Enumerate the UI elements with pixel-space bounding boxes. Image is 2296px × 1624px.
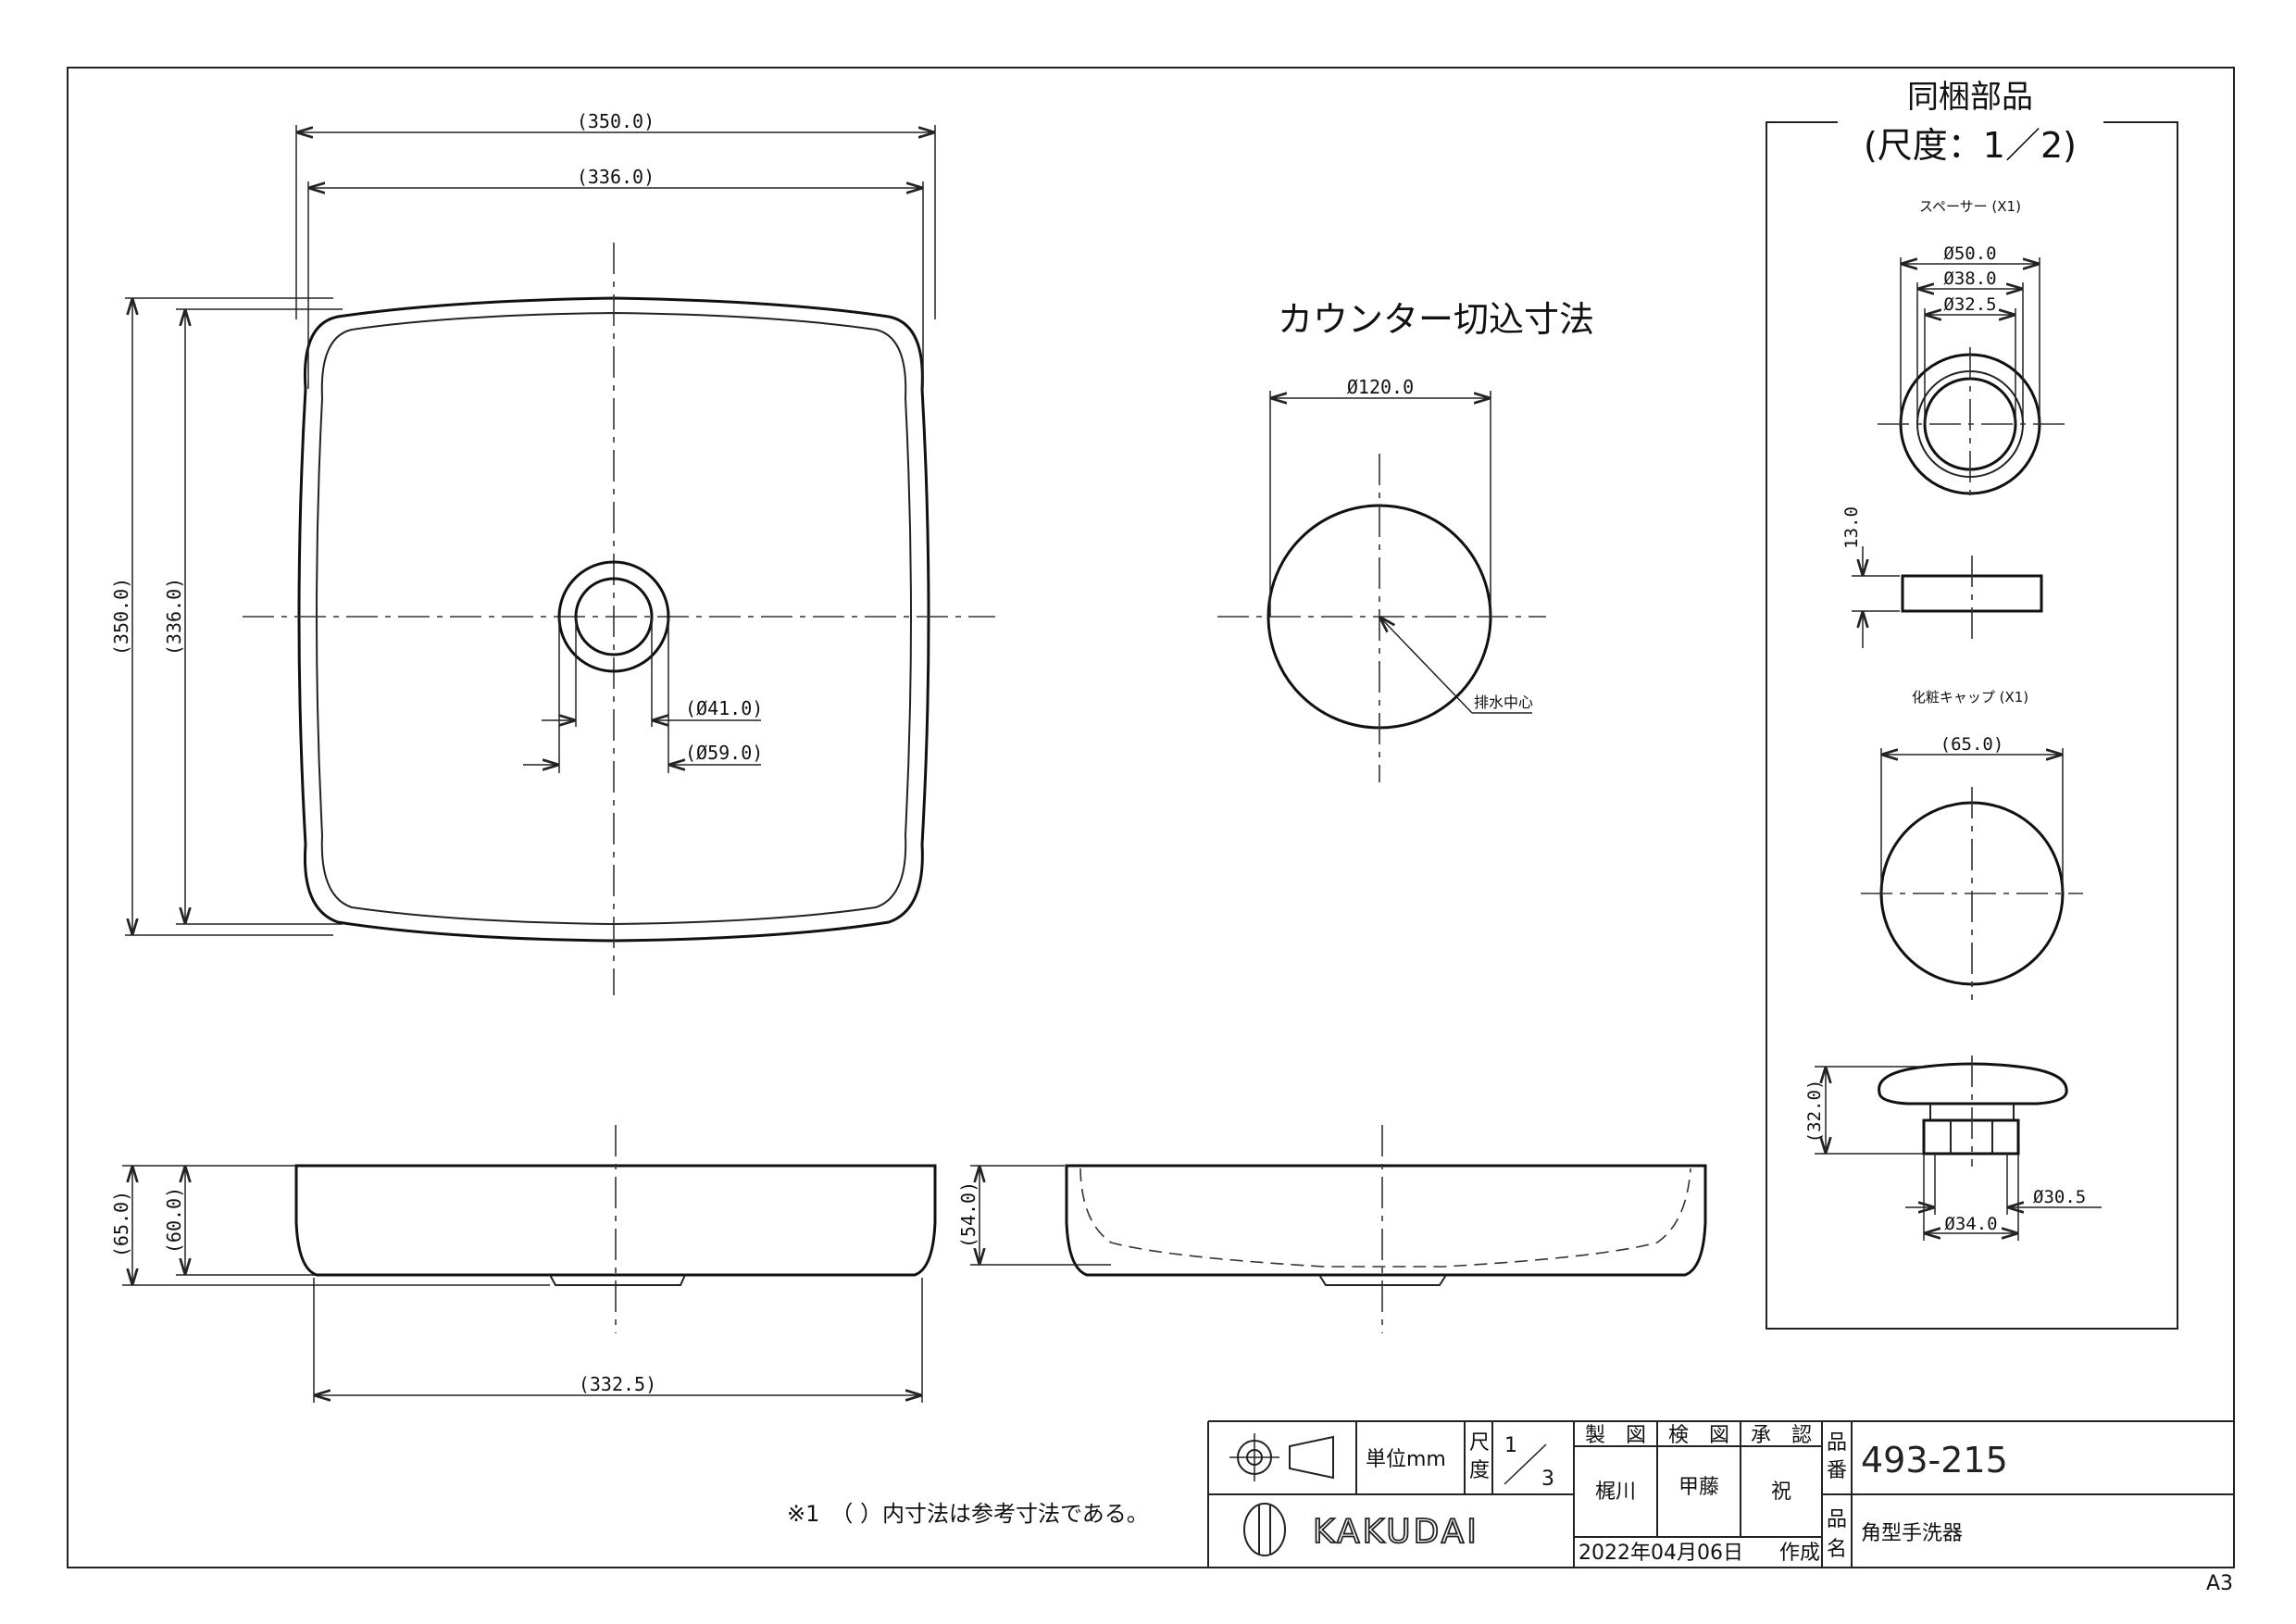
part-no-label-2: 番 [1827,1459,1847,1482]
bundled-scale: (尺度：1／2) [1864,125,2077,166]
bundled-parts-panel: 同梱部品 (尺度：1／2) スペーサー (X1) Ø50.0 Ø38.0 Ø32… [1766,79,2178,1330]
part-name-label-2: 名 [1827,1538,1847,1561]
bundled-title: 同梱部品 [1907,79,2033,116]
basin-front-outline [294,1164,937,1277]
front-body-height-dim: (60.0) [163,1187,185,1254]
drawing-border [67,67,2235,1568]
top-inner-width-dim: (336.0) [577,166,655,188]
section-view: (54.0) [957,1125,1707,1333]
approved-by: 祝 [1771,1480,1791,1504]
drain-outer-dim: (Ø59.0) [685,742,763,764]
scale-denominator: 3 [1541,1468,1554,1491]
basin-inner-outline [316,311,912,926]
approve-label: 承 認 [1751,1424,1812,1447]
cutout-diameter-dim: Ø120.0 [1347,376,1414,398]
left-outer-height-dim: (350.0) [110,578,132,656]
title-block: 単位mm 尺 度 1 3 製 図 検 図 承 認 梶川 甲藤 祝 品 番 493… [1207,1420,2234,1568]
spacer-height-dim: 13.0 [1841,506,1862,549]
brand-name: KAKUDAI [1313,1513,1479,1551]
part-no-label-1: 品 [1827,1431,1847,1455]
drain-inner-dim: (Ø41.0) [685,697,763,719]
scale-label-1: 尺 [1469,1431,1490,1455]
cap-d2-dim: Ø30.5 [2033,1187,2086,1207]
reference-dimension-note: ※1 （ ）内寸法は参考寸法である。 [787,1501,1149,1527]
basin-outer-outline [297,296,930,943]
part-name: 角型手洗器 [1861,1522,1963,1545]
checked-by: 甲藤 [1678,1476,1719,1499]
cap-diameter-dim: (65.0) [1940,734,2004,755]
made-label: 製 図 [1585,1424,1646,1447]
cutout-title: カウンター切込寸法 [1278,299,1594,340]
scale-numerator: 1 [1504,1434,1517,1457]
made-by: 梶川 [1595,1480,1636,1504]
drain-center-label: 排水中心 [1474,693,1533,711]
cap-label: 化粧キャップ (X1) [1912,689,2028,706]
top-view: (350.0) (336.0) (350.0) (336.0) (Ø41.0) … [110,110,995,995]
front-total-height-dim: (65.0) [110,1191,132,1257]
drawing-date: 2022年04月06日 [1578,1542,1743,1565]
kakudai-logo-icon: KAKUDAI [1243,1503,1479,1556]
created-label: 作成 [1779,1542,1820,1565]
projection-symbol-icon [1229,1433,1334,1481]
cutout-view: カウンター切込寸法 Ø120.0 排水中心 [1217,299,1594,782]
spacer-d1-dim: Ø50.0 [1943,244,1996,264]
unit-label: 単位mm [1366,1448,1446,1471]
front-view: (65.0) (60.0) (332.5) [110,1125,937,1403]
cap-d3-dim: Ø34.0 [1944,1214,1997,1234]
scale-label-2: 度 [1469,1459,1490,1482]
part-number: 493-215 [1861,1440,2008,1480]
front-base-width-dim: (332.5) [579,1373,656,1395]
sheet-size: A3 [2206,1572,2233,1595]
spacer-d2-dim: Ø38.0 [1943,269,1996,289]
cap-height-dim: (32.0) [1804,1080,1825,1143]
left-inner-height-dim: (336.0) [163,578,185,656]
top-outer-width-dim: (350.0) [577,110,655,132]
section-depth-dim: (54.0) [957,1181,980,1248]
basin-section-outline [1065,1164,1707,1277]
spacer-label: スペーサー (X1) [1919,198,2021,215]
check-label: 検 図 [1668,1424,1729,1447]
spacer-d3-dim: Ø32.5 [1943,294,1996,315]
part-name-label-1: 品 [1827,1508,1847,1531]
